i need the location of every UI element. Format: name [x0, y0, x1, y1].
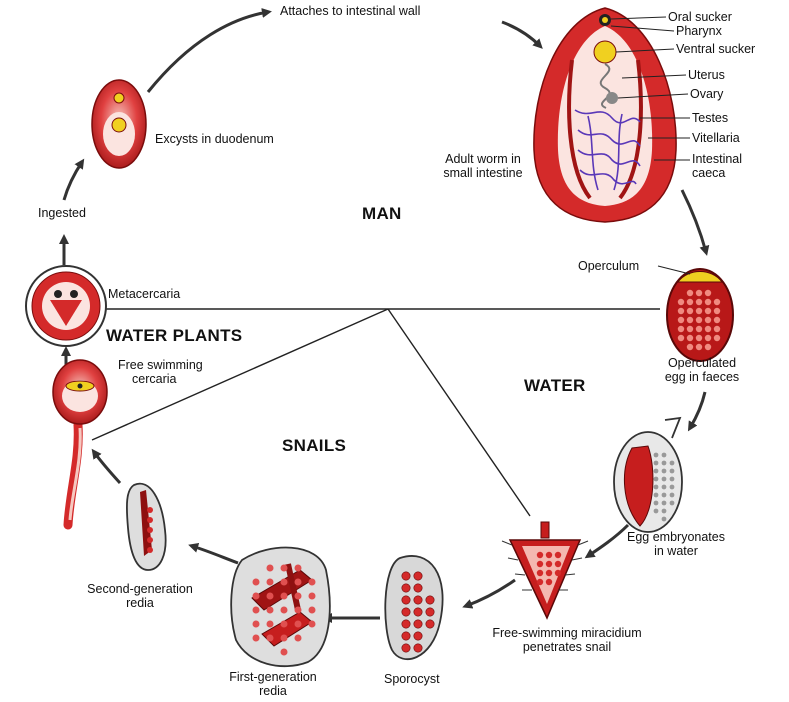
leader-lines: [0, 0, 789, 702]
life-cycle-diagram: Attaches to intestinal wall Excysts in d…: [0, 0, 789, 702]
